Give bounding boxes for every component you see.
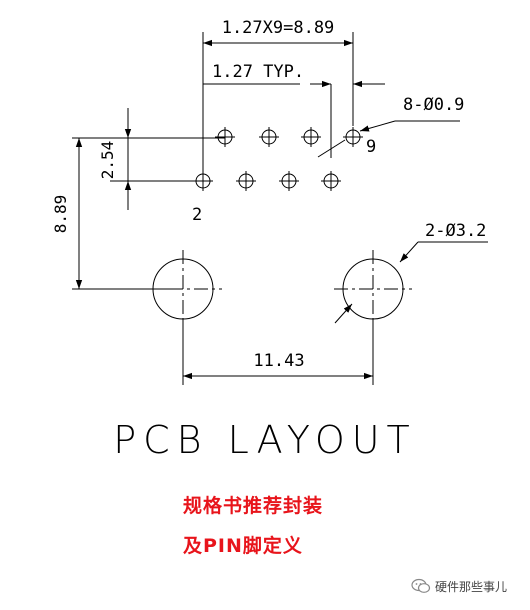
- watermark: 硬件那些事儿: [411, 574, 507, 598]
- dim-pitch-total-text: 1.27X9=8.89: [222, 18, 335, 38]
- annotation-line-2: 及PIN脚定义: [183, 535, 303, 557]
- drawing-title: PCB LAYOUT: [113, 418, 417, 462]
- pin-hole-bottom-1: [193, 171, 213, 191]
- dim-mount-spacing-text: 11.43: [253, 351, 304, 371]
- pin-hole-top-2: [259, 127, 279, 147]
- pin-hole-top-4: [343, 127, 363, 147]
- dim-mount-holes-text: 2-Ø3.2: [425, 221, 486, 241]
- pin-hole-bottom-2: [236, 171, 256, 191]
- pin-hole-bottom-3: [279, 171, 299, 191]
- pin-hole-top-3: [301, 127, 321, 147]
- watermark-text: 硬件那些事儿: [435, 579, 508, 594]
- dim-pitch-typ-text: 1.27 TYP.: [212, 62, 304, 82]
- pin-hole-top-1: [215, 127, 235, 147]
- dim-row-spacing-lines: [110, 108, 225, 210]
- dim-pin-holes-text: 8-Ø0.9: [403, 95, 464, 115]
- mount-hole-left: [144, 250, 222, 328]
- annotation-line-1: 规格书推荐封装: [183, 495, 324, 517]
- pin-hole-bottom-4: [321, 171, 341, 191]
- pin-hole-leader: [317, 120, 460, 158]
- pin-label-last: 9: [366, 137, 376, 157]
- dim-height-text: 8.89: [51, 195, 70, 234]
- dim-row-spacing-text: 2.54: [98, 141, 117, 180]
- dim-height-lines: [72, 137, 170, 290]
- pin-label-first: 2: [192, 205, 202, 225]
- dim-pitch-typ-lines: [203, 80, 385, 158]
- wechat-icon: [411, 578, 431, 593]
- mount-hole-right: [334, 250, 412, 328]
- dim-pitch-total-lines: [202, 32, 354, 176]
- mount-hole-leader: [334, 241, 488, 324]
- dim-mount-spacing-lines: [182, 320, 374, 385]
